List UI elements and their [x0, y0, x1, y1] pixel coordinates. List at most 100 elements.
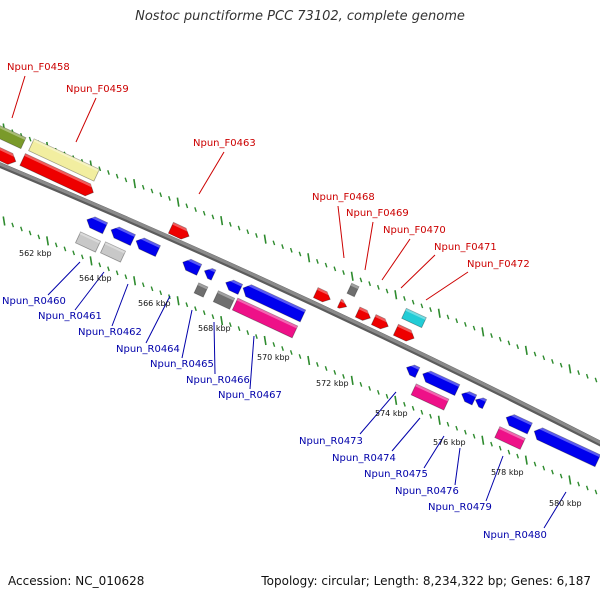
reverse-tick-mark	[246, 330, 250, 336]
reverse-tick-mark	[159, 290, 163, 296]
forward-tick-mark	[150, 188, 154, 194]
reverse-tick-mark	[385, 393, 389, 399]
forward-tick-mark	[263, 234, 267, 244]
reverse-tick-mark	[281, 346, 284, 351]
reverse-tick-mark	[464, 429, 467, 435]
gene-block-pink	[231, 297, 299, 339]
gene-block-olive	[0, 122, 27, 150]
genome-summary-text: Topology: circular; Length: 8,234,322 bp…	[261, 574, 591, 588]
reverse-tick-mark	[559, 473, 563, 479]
forward-tick-mark	[568, 364, 572, 374]
reverse-gene-label: Npun_R0476	[395, 486, 459, 497]
gene-block-blue	[505, 412, 533, 435]
forward-tick-mark	[185, 203, 189, 209]
reverse-gene-label: Npun_R0461	[38, 311, 102, 322]
forward-tick-mark	[376, 284, 380, 290]
reverse-gene-label: Npun_R0460	[2, 296, 66, 307]
reverse-leader-line	[359, 391, 397, 435]
genome-backbone	[0, 162, 600, 447]
reverse-tick-mark	[498, 445, 502, 451]
forward-gene-label: Npun_F0463	[193, 138, 256, 149]
tick-label: 578 kbp	[491, 468, 524, 477]
forward-tick-mark	[429, 307, 432, 313]
forward-tick-mark	[255, 233, 258, 238]
forward-tick-mark	[194, 207, 197, 212]
gene-block-red	[167, 221, 192, 240]
gene-block-red	[312, 287, 333, 303]
reverse-tick-mark	[394, 395, 398, 405]
tick-label: 564 kbp	[79, 274, 112, 283]
forward-tick-mark	[403, 296, 406, 301]
gene-block-red	[336, 298, 349, 309]
forward-leader-line	[75, 97, 97, 143]
tick-label: 576 kbp	[433, 438, 466, 447]
reverse-leader-line	[111, 283, 129, 327]
reverse-tick-mark	[533, 461, 537, 467]
reverse-gene-label: Npun_R0464	[116, 344, 180, 355]
gene-block-pink	[410, 383, 450, 411]
forward-tick-mark	[298, 251, 302, 257]
forward-gene-label: Npun_F0469	[346, 208, 409, 219]
reverse-tick-mark	[133, 276, 137, 286]
tick-label: 562 kbp	[19, 249, 52, 258]
gene-block-blue	[86, 214, 109, 235]
reverse-gene-label: Npun_R0479	[428, 502, 492, 513]
forward-tick-mark	[228, 221, 232, 227]
reverse-tick-mark	[472, 433, 476, 439]
gene-block-lightgrey	[74, 231, 102, 253]
forward-tick-mark	[159, 192, 163, 198]
forward-tick-mark	[385, 288, 389, 294]
reverse-tick-mark	[220, 316, 224, 326]
forward-tick-mark	[551, 359, 554, 364]
forward-leader-line	[425, 271, 469, 301]
forward-tick-mark	[577, 370, 580, 376]
forward-gene-label: Npun_F0458	[7, 62, 70, 73]
reverse-tick-mark	[429, 413, 432, 419]
forward-leader-line	[364, 221, 374, 271]
forward-tick-mark	[559, 362, 563, 368]
forward-tick-mark	[420, 303, 424, 309]
reverse-tick-mark	[185, 302, 189, 308]
forward-tick-mark	[237, 225, 241, 231]
reverse-tick-mark	[516, 453, 520, 459]
reverse-tick-mark	[141, 282, 145, 288]
reverse-tick-mark	[359, 381, 363, 387]
forward-leader-line	[11, 75, 26, 119]
reverse-tick-mark	[237, 326, 241, 332]
forward-tick-mark	[133, 178, 137, 189]
reverse-tick-mark	[107, 266, 110, 272]
tick-label: 570 kbp	[257, 353, 290, 362]
reverse-leader-line	[181, 309, 193, 359]
reverse-tick-mark	[446, 421, 450, 427]
gene-block-cyan	[401, 307, 427, 329]
reverse-tick-mark	[481, 435, 485, 445]
forward-tick-mark	[455, 318, 459, 324]
forward-tick-mark	[394, 290, 398, 300]
forward-tick-mark	[464, 321, 467, 327]
gene-block-blue	[533, 425, 600, 468]
reverse-tick-mark	[80, 254, 84, 260]
reverse-tick-mark	[455, 425, 459, 431]
reverse-tick-mark	[98, 262, 102, 268]
reverse-leader-line	[145, 295, 171, 344]
reverse-gene-label: Npun_R0473	[299, 436, 363, 447]
reverse-tick-mark	[11, 222, 15, 228]
forward-tick-mark	[490, 333, 493, 338]
reverse-tick-mark	[368, 385, 372, 391]
forward-tick-mark	[524, 345, 528, 355]
forward-tick-mark	[594, 377, 598, 383]
gene-block-red	[19, 153, 97, 197]
reverse-tick-mark	[316, 362, 319, 367]
forward-tick-mark	[211, 214, 215, 220]
reverse-gene-label: Npun_R0475	[364, 469, 428, 480]
forward-tick-mark	[333, 266, 337, 272]
reverse-tick-mark	[228, 322, 232, 328]
reverse-tick-mark	[289, 350, 293, 355]
forward-tick-mark	[115, 173, 119, 179]
forward-tick-mark	[281, 244, 284, 250]
reverse-tick-mark	[263, 335, 267, 346]
forward-gene-label: Npun_F0468	[312, 192, 375, 203]
reverse-tick-mark	[202, 310, 206, 316]
tick-label: 574 kbp	[375, 409, 408, 418]
